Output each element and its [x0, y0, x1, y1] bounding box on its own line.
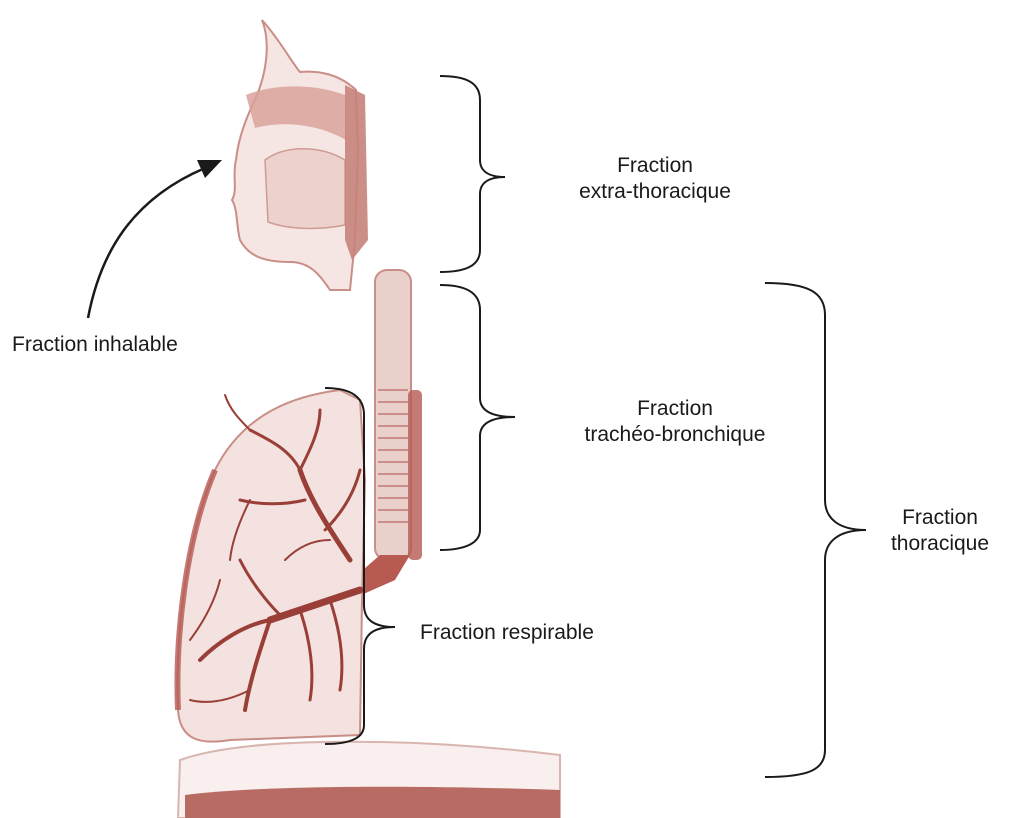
inhalation-arrow	[88, 160, 222, 318]
label-tracheo-bronchial: Fraction trachéo-bronchique	[560, 396, 790, 448]
label-extra-thoracic-line1: Fraction	[555, 153, 755, 179]
label-tracheo-bronchial-line1: Fraction	[560, 396, 790, 422]
oral-cavity	[265, 149, 345, 229]
label-tracheo-bronchial-line2: trachéo-bronchique	[560, 422, 790, 448]
label-inhalable: Fraction inhalable	[12, 332, 178, 358]
label-inhalable-text: Fraction inhalable	[12, 332, 178, 358]
label-extra-thoracic: Fraction extra-thoracique	[555, 153, 755, 205]
label-thoracic: Fraction thoracique	[880, 505, 1000, 557]
label-thoracic-line2: thoracique	[880, 531, 1000, 557]
bracket-extra-thoracic	[440, 76, 505, 272]
anatomy-illustration	[177, 20, 560, 818]
esophagus	[408, 390, 422, 560]
bracket-tracheo-bronchial	[440, 285, 515, 550]
pharynx	[345, 85, 368, 260]
label-respirable: Fraction respirable	[420, 620, 594, 646]
label-extra-thoracic-line2: extra-thoracique	[555, 179, 755, 205]
label-thoracic-line1: Fraction	[880, 505, 1000, 531]
label-respirable-text: Fraction respirable	[420, 620, 594, 646]
bracket-thoracic	[765, 283, 866, 777]
abdominal-muscle	[185, 787, 560, 818]
